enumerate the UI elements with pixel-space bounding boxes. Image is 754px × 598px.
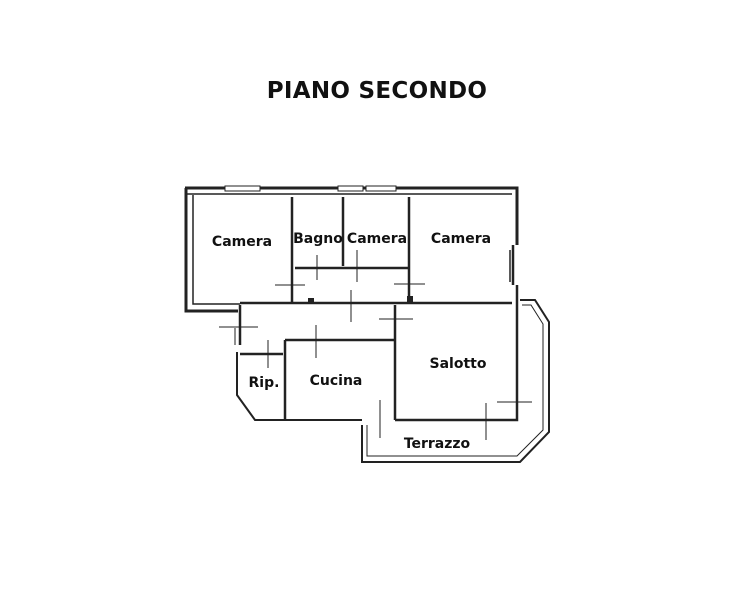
room-label-cucina: Cucina <box>310 373 363 389</box>
door-marks <box>219 250 532 440</box>
room-label-salotto: Salotto <box>430 356 487 372</box>
room-label-terrazzo: Terrazzo <box>404 436 471 452</box>
room-label-ripostiglio: Rip. <box>249 375 280 391</box>
outer-walls <box>184 186 550 463</box>
room-label-camera-3: Camera <box>431 231 491 247</box>
plan-title: PIANO SECONDO <box>266 78 488 104</box>
room-label-camera-1: Camera <box>212 234 272 250</box>
room-label-bagno: Bagno <box>293 231 343 247</box>
interior-walls <box>240 197 512 420</box>
window-marks <box>224 185 397 192</box>
room-label-camera-2: Camera <box>347 231 407 247</box>
